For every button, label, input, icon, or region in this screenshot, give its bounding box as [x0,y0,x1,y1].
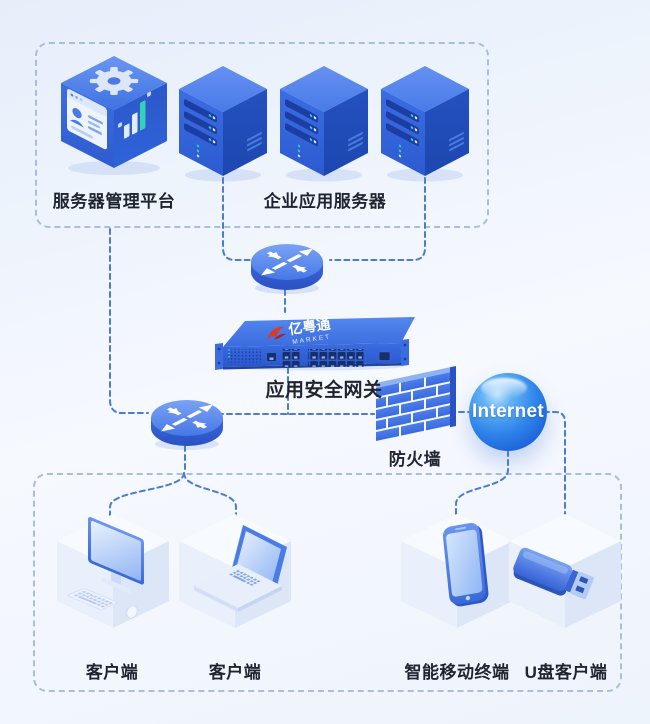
bar-chart-graphic [118,91,151,139]
router-arrows [161,404,213,432]
client-mobile-label: 智能移动终端 [404,663,510,682]
port-mgmt [267,353,276,361]
security-gateway-appliance-icon: 亿粤通 MARKET [215,316,415,371]
laptop-icon [179,514,291,628]
port-group-12 [308,349,364,367]
keyboard [67,588,118,610]
server-tower-icon-1 [179,66,267,182]
brick-wall-icon [376,366,456,441]
gear-icon [89,66,139,96]
monitor [88,517,144,594]
rack-ear-right [401,339,409,366]
router-bottom-icon [151,400,223,450]
wall-top-face [376,367,450,388]
usb-collar [564,569,579,593]
port-group-4 [282,349,301,367]
usb-body [513,547,594,600]
brand-name: 亿粤通 [287,316,331,338]
phone-home-button [465,595,471,601]
rack-ear-left [215,343,223,370]
edge-zone-router-bottom [109,228,149,414]
internet-globe-icon: Internet [469,373,547,451]
server-tower-icon-3 [381,66,469,182]
wall-side-face [450,366,456,428]
app-servers-label: 企业应用服务器 [263,192,387,211]
client-laptop-label: 客户端 [208,663,262,682]
sphere-highlight [481,378,527,398]
server-zone-box [35,42,489,228]
router-top-icon [251,244,323,294]
management-platform-label: 服务器管理平台 [52,192,176,211]
user-card-graphic [67,89,107,150]
port-sfp [378,351,391,361]
phone-screen [446,529,483,597]
usb-connector [570,571,594,600]
vent-grid [228,349,261,363]
laptop [194,525,287,612]
usb-drive-icon [509,514,621,628]
internet-label: Internet [471,401,545,422]
mouse [126,605,138,619]
router-arrows [261,248,313,276]
phone-body [442,523,489,607]
firewall-label: 防火墙 [388,450,442,469]
server-tower-icon-2 [280,66,368,182]
client-usb-label: U盘客户端 [524,663,608,682]
client-desktop-label: 客户端 [85,663,139,682]
smartphone-icon [401,514,513,628]
desktop-computer-icon [57,514,169,628]
brand-swoosh-icon [267,326,285,340]
phone-speaker [455,526,467,531]
server-management-cube-icon [61,56,167,175]
gateway-label: 应用安全网关 [265,380,383,401]
